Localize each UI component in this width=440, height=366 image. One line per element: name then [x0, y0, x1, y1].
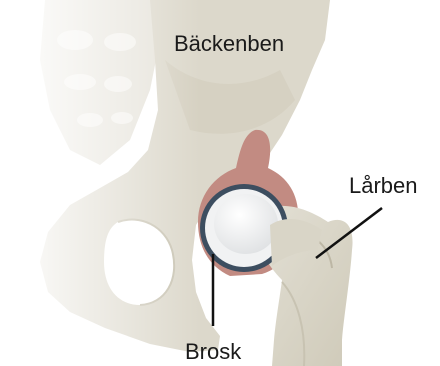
cartilage-label: Brosk: [185, 339, 242, 364]
femur-label: Lårben: [349, 173, 418, 198]
left-fade-overlay: [0, 0, 200, 366]
pelvis-label: Bäckenben: [174, 31, 284, 56]
